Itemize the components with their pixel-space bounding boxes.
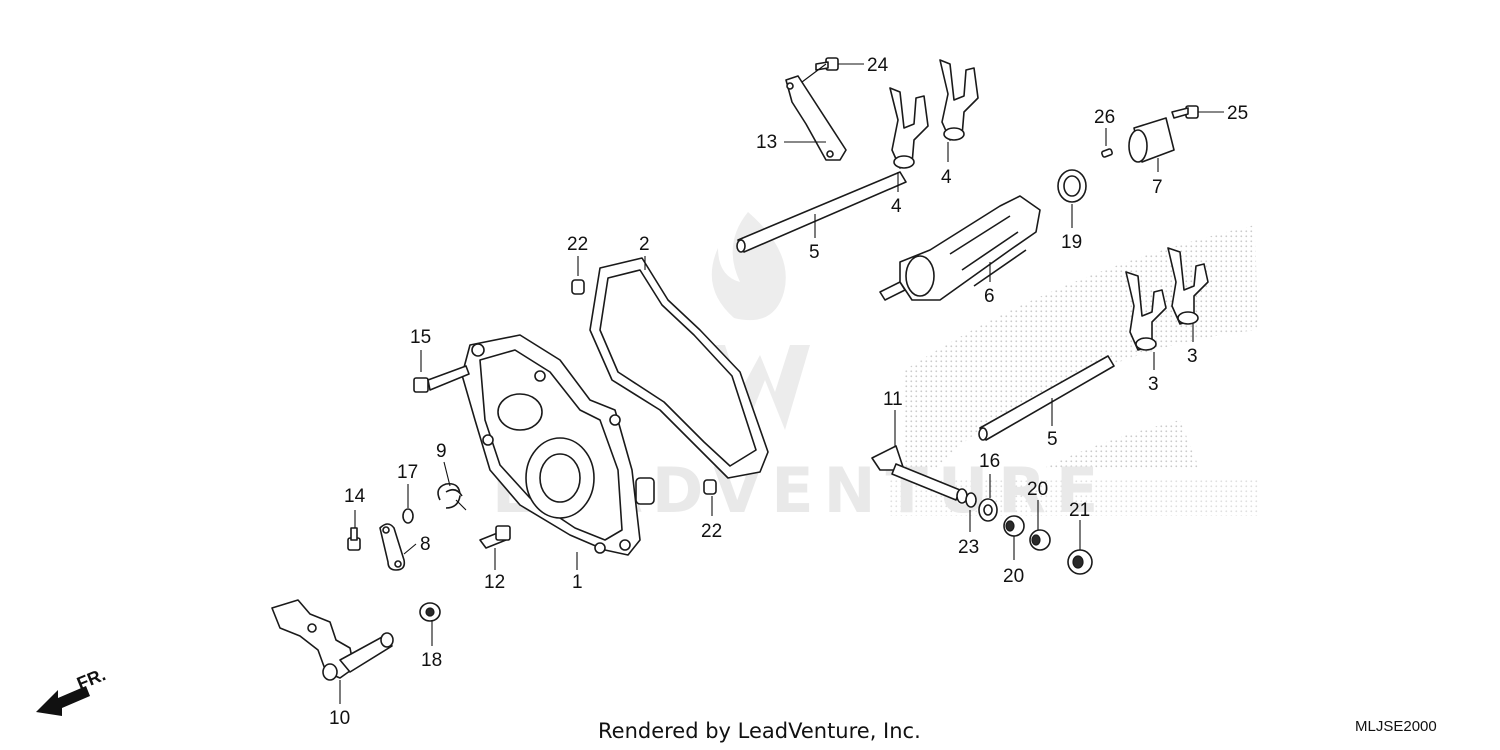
callout-24: 24 <box>867 55 889 76</box>
bearing-18 <box>419 602 441 622</box>
callout-15: 15 <box>410 327 431 348</box>
bushing-20-left <box>1003 515 1025 537</box>
brand-watermark <box>890 225 1260 516</box>
shaft-5-top <box>736 171 907 253</box>
callout-1: 1 <box>572 572 583 593</box>
bolt-24 <box>815 57 839 71</box>
fork-3-right <box>1167 247 1209 325</box>
callout-13: 13 <box>756 132 777 153</box>
sensor-7 <box>1128 117 1175 163</box>
spring-9 <box>437 482 467 511</box>
callout-3b: 3 <box>1187 346 1198 367</box>
pin-12 <box>479 525 511 549</box>
callout-4a: 4 <box>891 196 902 217</box>
callout-14: 14 <box>344 486 366 507</box>
callout-17: 17 <box>397 462 418 483</box>
callout-26: 26 <box>1094 107 1115 128</box>
callout-16: 16 <box>979 451 1000 472</box>
front-arrow-icon <box>36 686 90 716</box>
fork-4-right <box>939 59 979 141</box>
callout-18: 18 <box>421 650 442 671</box>
callout-9: 9 <box>436 441 447 462</box>
callout-5b: 5 <box>1047 429 1058 450</box>
callout-labels: 1 2 3 3 4 4 5 5 6 7 8 9 10 11 12 13 14 1… <box>329 55 1248 729</box>
front-label: FR. <box>74 664 108 693</box>
dowel-22-bottom <box>703 479 717 495</box>
footer-credit: Rendered by LeadVenture, Inc. <box>598 719 921 743</box>
bolt-25 <box>1171 105 1199 119</box>
spindle-11 <box>871 445 968 504</box>
front-direction-indicator: FR. <box>36 664 108 716</box>
seal-19 <box>1057 169 1087 203</box>
callout-3a: 3 <box>1148 374 1159 395</box>
callout-20b: 20 <box>1003 566 1024 587</box>
pin-26 <box>1101 148 1113 158</box>
fork-3-left <box>1125 271 1167 351</box>
washer-16 <box>978 498 998 522</box>
washer-17 <box>402 508 414 524</box>
bushing-20-right <box>1029 529 1051 551</box>
callout-22b: 22 <box>701 521 722 542</box>
callout-19: 19 <box>1061 232 1082 253</box>
callout-25: 25 <box>1227 103 1248 124</box>
dowel-22-top <box>571 279 585 295</box>
callout-8: 8 <box>420 534 431 555</box>
bolt-15 <box>413 365 470 393</box>
callout-10: 10 <box>329 708 350 729</box>
leader-lines <box>339 63 1224 704</box>
callout-5a: 5 <box>809 242 820 263</box>
callout-23: 23 <box>958 537 979 558</box>
cover <box>461 334 655 556</box>
arm-8 <box>379 523 406 571</box>
shift-drum-6 <box>879 195 1041 301</box>
callout-21: 21 <box>1069 500 1090 521</box>
gasket <box>589 257 769 479</box>
callout-4b: 4 <box>941 167 952 188</box>
plate-13 <box>785 75 847 161</box>
callout-22a: 22 <box>567 234 588 255</box>
clip-23 <box>965 492 977 508</box>
callout-20a: 20 <box>1027 479 1048 500</box>
diagram-code: MLJSE2000 <box>1355 718 1437 735</box>
fork-4-left <box>889 87 929 169</box>
bolt-14 <box>347 527 361 551</box>
callout-7: 7 <box>1152 177 1163 198</box>
callout-11: 11 <box>883 389 903 410</box>
callout-12: 12 <box>484 572 505 593</box>
callout-2: 2 <box>639 234 650 255</box>
seal-21 <box>1067 549 1093 575</box>
shift-arm-10 <box>271 599 394 681</box>
shaft-5-bottom <box>978 355 1115 441</box>
callout-6: 6 <box>984 286 995 307</box>
